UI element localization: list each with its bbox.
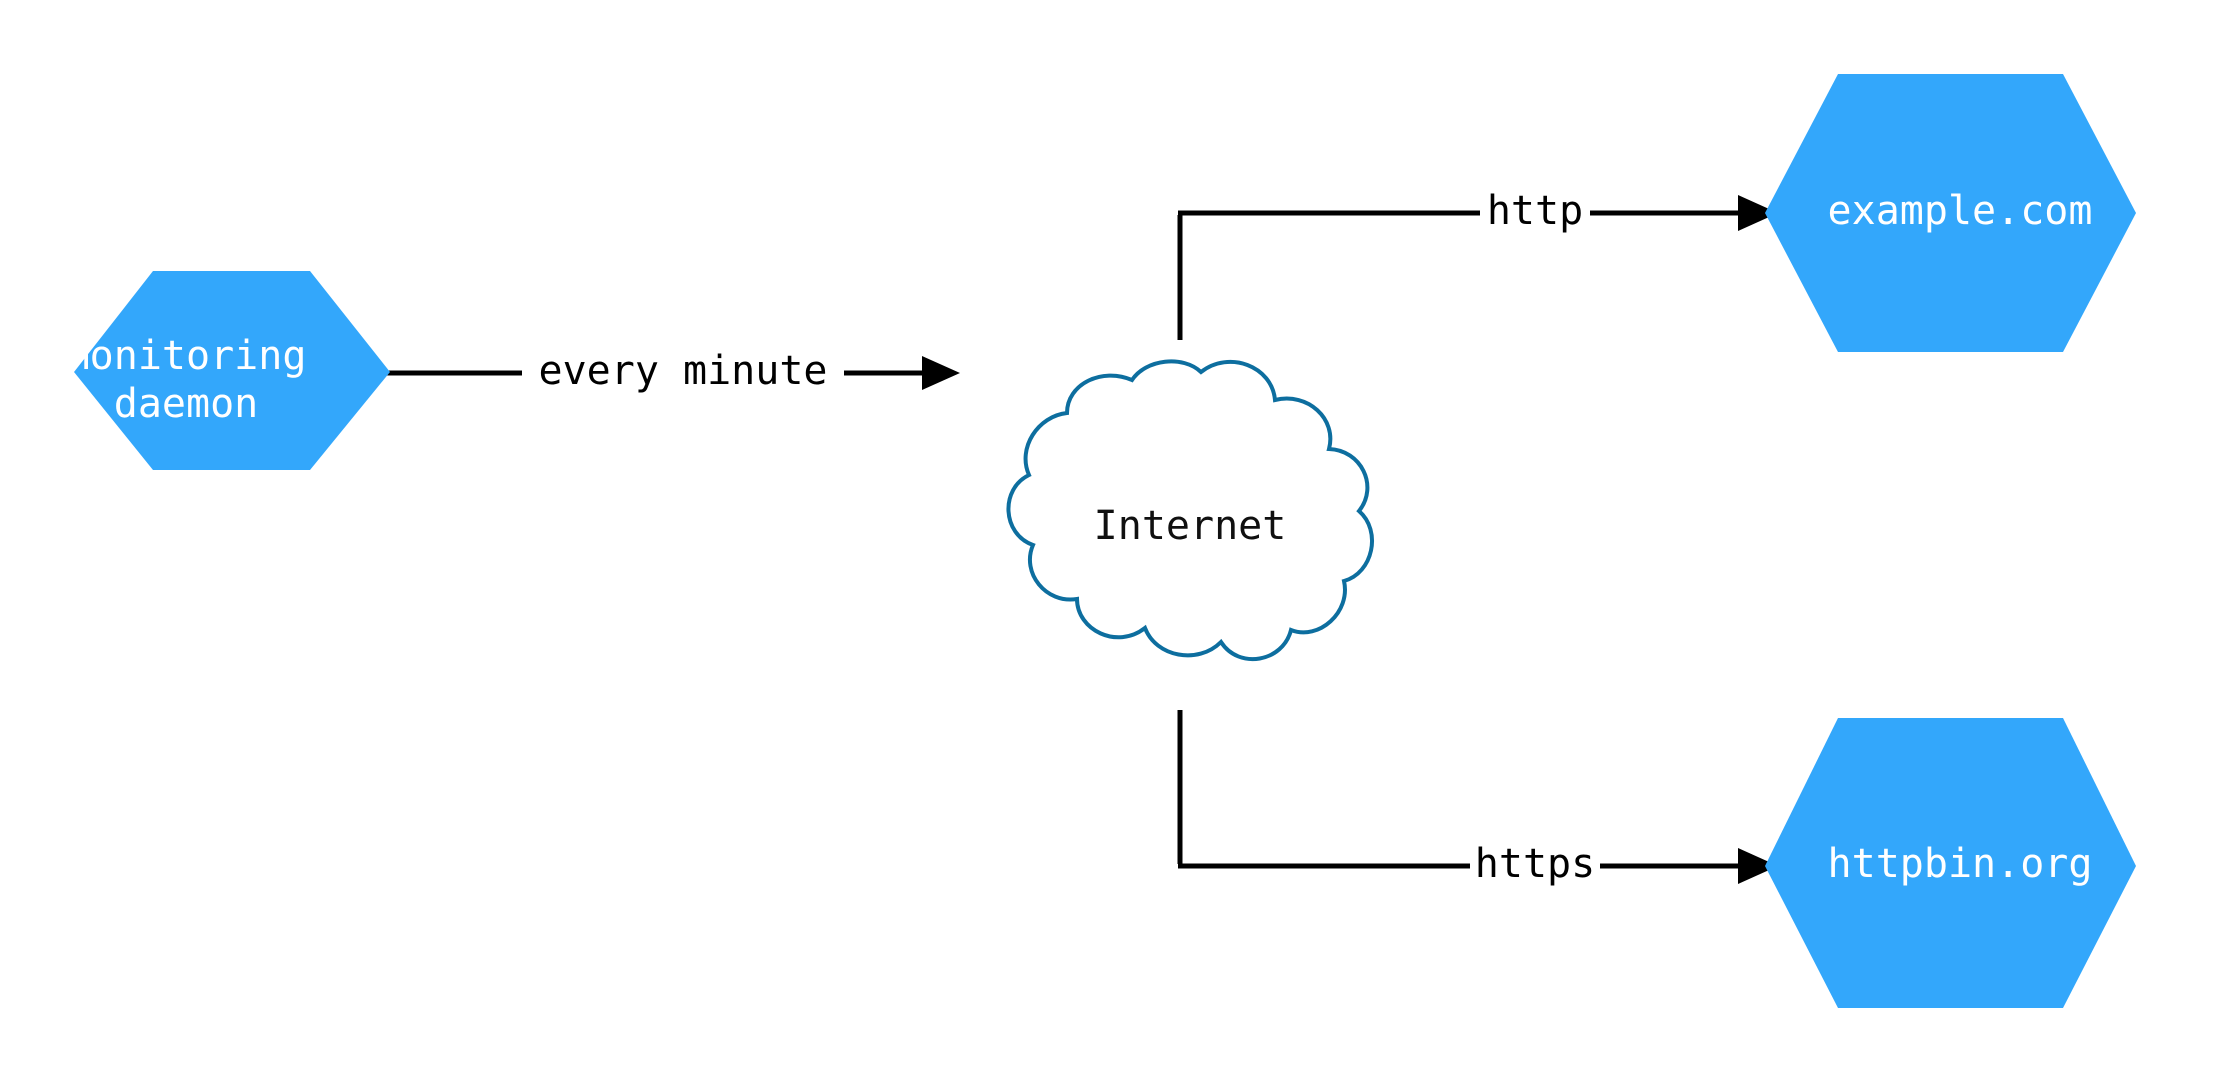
edge-daemon-to-internet-arrowhead (922, 356, 960, 390)
example-com-label: example.com (1828, 188, 2093, 234)
monitoring-daemon-label-line1: Monitoring (66, 333, 307, 379)
edge-internet-to-example-arrowhead (1738, 195, 1778, 231)
node-internet[interactable]: Internet (1006, 359, 1374, 661)
node-monitoring-daemon[interactable]: Monitoring daemon (66, 271, 390, 470)
node-httpbin-org[interactable]: httpbin.org (1765, 718, 2136, 1008)
internet-label: Internet (1094, 503, 1287, 549)
edge-label-https: https (1475, 841, 1595, 887)
example-com-hexagon-shape[interactable] (1765, 74, 2136, 352)
httpbin-org-label: httpbin.org (1828, 841, 2093, 887)
edge-label-every-minute: every minute (539, 348, 828, 394)
node-example-com[interactable]: example.com (1765, 74, 2136, 352)
httpbin-org-hexagon-shape[interactable] (1765, 718, 2136, 1008)
edge-label-http: http (1487, 188, 1583, 234)
internet-cloud-shape[interactable] (1006, 359, 1374, 661)
monitoring-daemon-hexagon-shape[interactable] (74, 271, 390, 470)
edge-internet-to-httpbin: https (1177, 710, 1778, 887)
edge-internet-to-example: http (1177, 188, 1778, 340)
monitoring-daemon-label-line2: daemon (114, 381, 259, 427)
edge-daemon-to-internet: every minute (316, 348, 960, 394)
edge-internet-to-httpbin-arrowhead (1738, 848, 1778, 884)
